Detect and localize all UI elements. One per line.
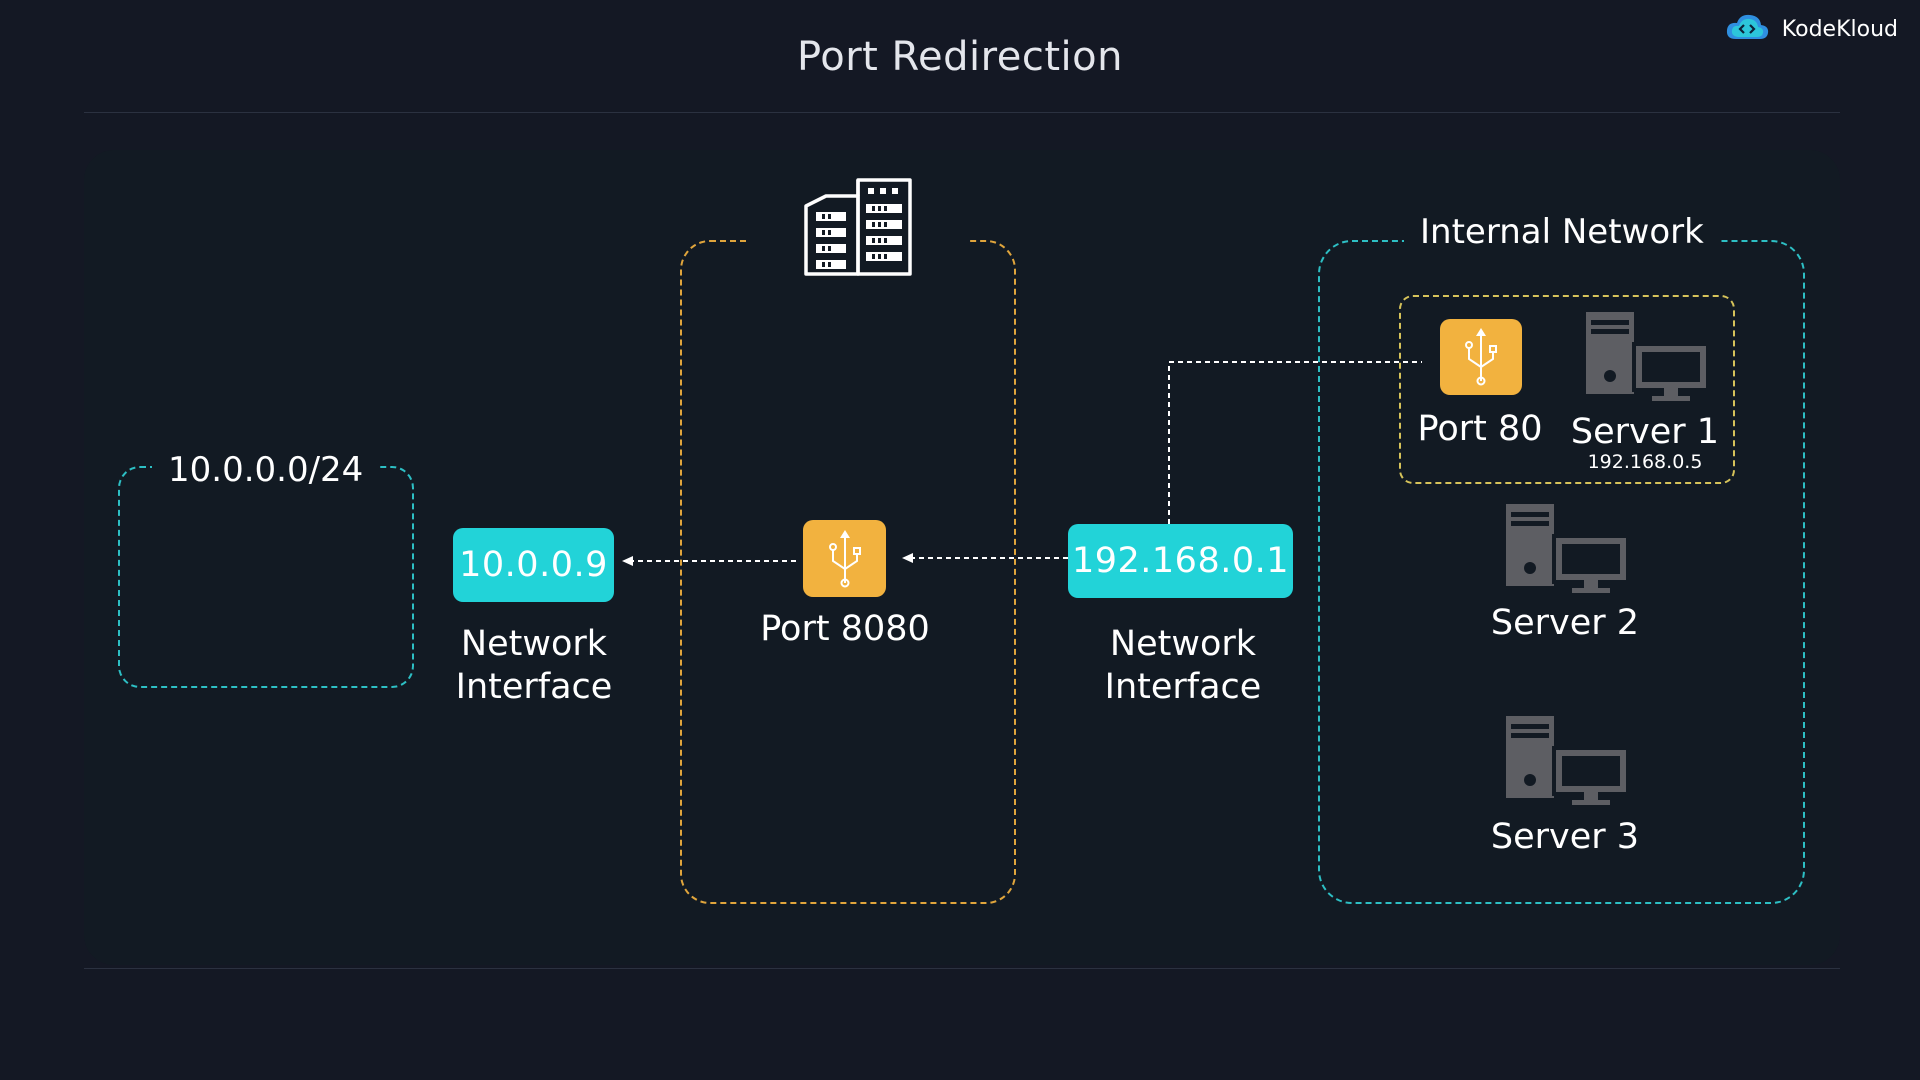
internal-nic-label-line2: Interface bbox=[1104, 667, 1262, 707]
arrowhead-left-2 bbox=[902, 553, 913, 563]
server-1-computer-icon bbox=[1586, 312, 1710, 408]
port-80-label: Port 80 bbox=[1417, 409, 1543, 449]
internal-nic-label-line1: Network bbox=[1109, 624, 1257, 664]
subnet-label: 10.0.0.0/24 bbox=[152, 450, 380, 490]
link-internal-nic-to-port80 bbox=[1168, 361, 1422, 524]
header-divider bbox=[84, 112, 1840, 113]
server-rack-icon bbox=[802, 176, 914, 282]
external-nic-label: Network Interface bbox=[434, 623, 634, 709]
port-8080-label: Port 8080 bbox=[760, 609, 930, 649]
external-nic-label-line1: Network bbox=[460, 624, 608, 664]
brand-logo: KodeKloud bbox=[1724, 12, 1898, 46]
footer-divider bbox=[84, 968, 1840, 969]
arrowhead-left-1 bbox=[622, 556, 633, 566]
port-8080-badge[interactable] bbox=[803, 520, 886, 597]
usb-port-icon bbox=[828, 529, 861, 587]
server-1-name: Server 1 bbox=[1570, 412, 1720, 452]
internal-nic-label: Network Interface bbox=[1083, 623, 1283, 709]
page-title: Port Redirection bbox=[797, 34, 1123, 80]
kodekloud-cloud-icon bbox=[1724, 12, 1770, 46]
server-1-ip: 192.168.0.5 bbox=[1587, 451, 1703, 473]
server-3-name: Server 3 bbox=[1490, 817, 1640, 857]
server-3-computer-icon bbox=[1506, 716, 1630, 812]
internal-ip-badge[interactable]: 192.168.0.1 bbox=[1068, 524, 1293, 598]
server-1-group bbox=[1399, 295, 1735, 484]
brand-name: KodeKloud bbox=[1781, 16, 1898, 42]
server-2-computer-icon bbox=[1506, 504, 1630, 600]
server-2-name: Server 2 bbox=[1490, 603, 1640, 643]
router-icon-gap bbox=[750, 168, 970, 278]
usb-port-icon bbox=[1465, 328, 1497, 386]
subnet-box bbox=[118, 466, 414, 688]
port-80-badge[interactable] bbox=[1440, 319, 1522, 395]
external-ip-badge[interactable]: 10.0.0.9 bbox=[453, 528, 614, 602]
external-nic-label-line2: Interface bbox=[455, 667, 613, 707]
internal-network-label: Internal Network bbox=[1404, 212, 1720, 252]
